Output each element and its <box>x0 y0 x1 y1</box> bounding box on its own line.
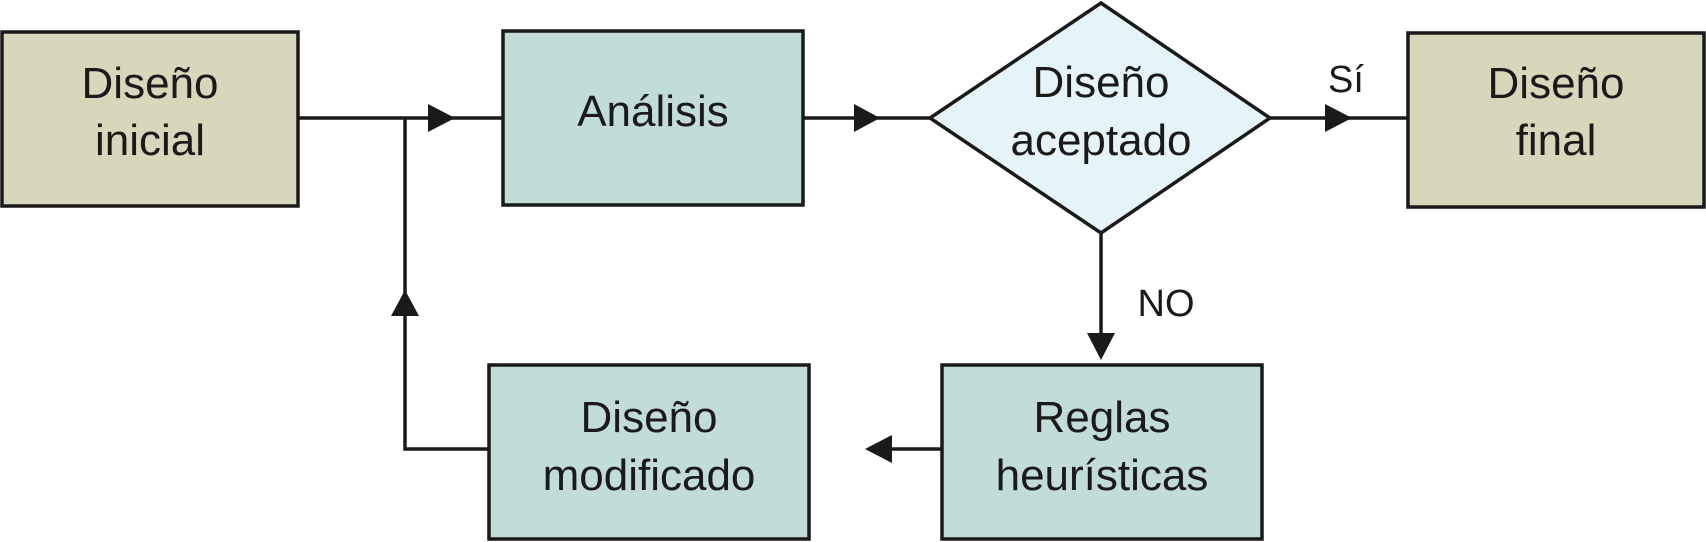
final-design-box <box>1406 31 1706 209</box>
final-design-line1: Diseño <box>1488 59 1625 108</box>
yes-edge-label: Sí <box>1328 59 1364 101</box>
node-analysis: Análisis <box>501 29 805 207</box>
analysis-box <box>501 29 805 207</box>
node-final-design: Diseño final <box>1406 31 1706 209</box>
arrowhead-into-modified <box>865 435 892 463</box>
modified-design-box <box>487 363 811 541</box>
arrowhead-into-decision <box>854 104 880 132</box>
heuristic-rules-line2: heurísticas <box>996 451 1209 500</box>
arrowhead-loop-up <box>391 290 419 316</box>
initial-design-line1: Diseño <box>82 59 219 108</box>
modified-design-line1: Diseño <box>581 393 718 442</box>
final-design-line2: final <box>1516 116 1597 165</box>
heuristic-rules-line1: Reglas <box>1034 393 1171 442</box>
connector-modified-to-loop <box>403 118 489 451</box>
no-edge-label: NO <box>1138 283 1195 325</box>
initial-design-line2: inicial <box>95 116 205 165</box>
heuristic-rules-box <box>940 363 1264 541</box>
arrowhead-into-analysis <box>428 104 455 132</box>
design-accepted-line1: Diseño <box>1033 58 1170 107</box>
node-design-accepted: Diseño aceptado <box>926 0 1274 236</box>
arrowheads <box>391 104 1352 463</box>
node-heuristic-rules: Reglas heurísticas <box>940 363 1264 541</box>
design-accepted-diamond <box>926 0 1274 236</box>
arrowhead-into-rules <box>1087 333 1115 360</box>
initial-design-box <box>0 30 300 208</box>
analysis-label: Análisis <box>577 87 729 136</box>
node-modified-design: Diseño modificado <box>487 363 811 541</box>
node-initial-design: Diseño inicial <box>0 30 300 208</box>
modified-design-line2: modificado <box>543 451 756 500</box>
design-accepted-line2: aceptado <box>1010 116 1191 165</box>
arrowhead-into-final <box>1325 104 1352 132</box>
